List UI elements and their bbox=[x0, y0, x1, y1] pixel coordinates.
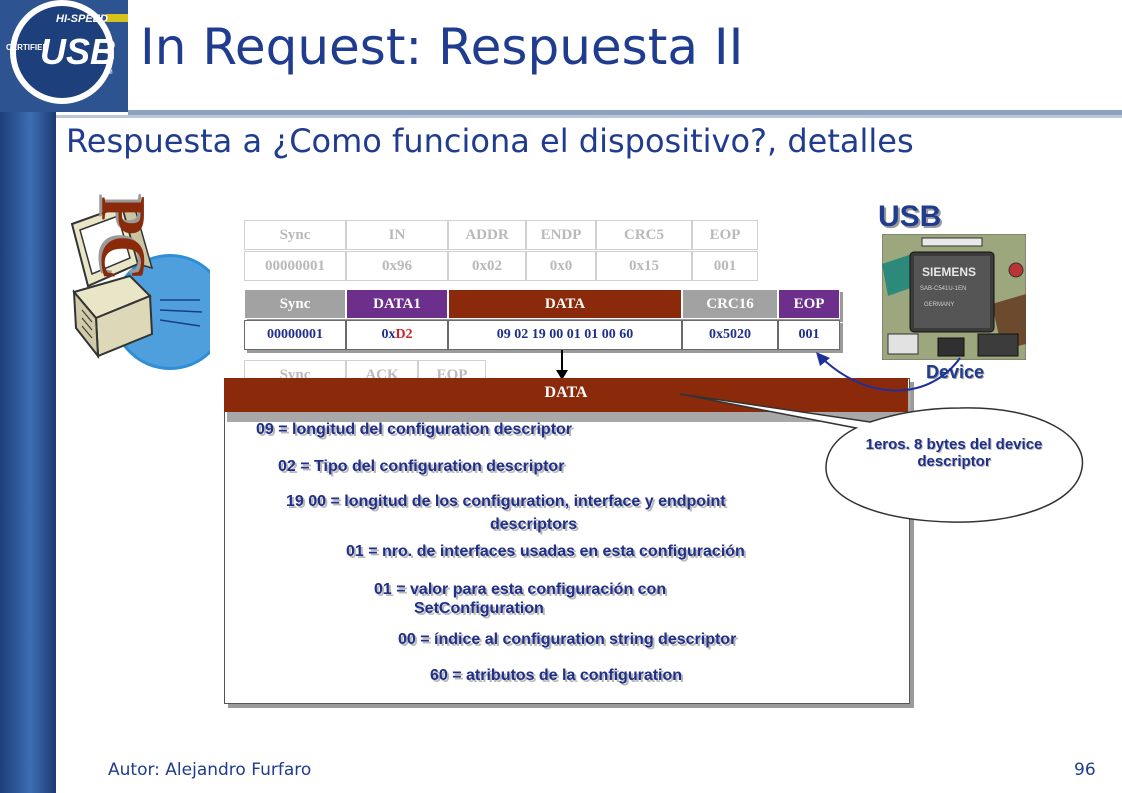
footer-page-number: 96 bbox=[1074, 760, 1096, 780]
detail-line-6: SetConfiguration bbox=[414, 600, 544, 617]
detail-line-8: 60 = atributos de la configuration bbox=[430, 667, 683, 684]
usb-logo-main-text: USB bbox=[40, 31, 116, 72]
usb-label: USB bbox=[878, 200, 942, 233]
pc-label: PC bbox=[88, 196, 159, 282]
page-subtitle: Respuesta a ¿Como funciona el dispositiv… bbox=[66, 122, 914, 160]
usb-logo: HI-SPEED USB CERTIFIED TM bbox=[0, 0, 128, 112]
token-header-sync: Sync bbox=[244, 220, 346, 250]
data-detail-header: DATA bbox=[544, 384, 588, 401]
token-value-endp: 0x0 bbox=[526, 251, 596, 281]
callout-line-1: 1eros. 8 bytes del device bbox=[865, 436, 1043, 453]
callout-text: 1eros. 8 bytes del device descriptor bbox=[834, 436, 1074, 470]
data-header-sync: Sync bbox=[244, 289, 346, 319]
detail-line-0: 09 = longitud del configuration descript… bbox=[256, 421, 573, 438]
token-header-endp: ENDP bbox=[526, 220, 596, 250]
token-header-addr: ADDR bbox=[448, 220, 526, 250]
token-header-in: IN bbox=[346, 220, 448, 250]
footer-author: Autor: Alejandro Furfaro bbox=[108, 760, 312, 780]
device-connector-arrow bbox=[810, 350, 970, 410]
usb-logo-top-text: HI-SPEED bbox=[56, 13, 108, 25]
data-detail-header-bar bbox=[224, 378, 908, 412]
chip-text-model: SAB-C541U-1EN bbox=[920, 286, 966, 292]
token-value-in: 0x96 bbox=[346, 251, 448, 281]
token-value-addr: 0x02 bbox=[448, 251, 526, 281]
title-divider-shadow bbox=[56, 115, 1122, 118]
data-value-data1-prefix: 0x bbox=[381, 327, 396, 342]
data-value-data1-highlight: D2 bbox=[395, 327, 413, 342]
data-value-data1: 0xD2 bbox=[346, 320, 448, 350]
token-value-crc5: 0x15 bbox=[596, 251, 692, 281]
detail-line-2: 19 00 = longitud de los configuration, i… bbox=[286, 493, 726, 510]
left-decorative-bar bbox=[0, 112, 56, 793]
data-header-crc16: CRC16 bbox=[682, 289, 778, 319]
usb-device-image: SIEMENS SAB-C541U-1EN GERMANY bbox=[881, 233, 1027, 361]
title-divider bbox=[128, 110, 1122, 115]
detail-line-5: 01 = valor para esta configuración con bbox=[374, 581, 667, 598]
usb-logo-side-text: CERTIFIED bbox=[6, 43, 48, 52]
usb-logo-tm: TM bbox=[104, 70, 113, 76]
token-value-eop: 001 bbox=[692, 251, 758, 281]
pc-illustration bbox=[60, 200, 228, 370]
callout-line-2: descriptor bbox=[917, 453, 991, 470]
token-header-eop: EOP bbox=[692, 220, 758, 250]
token-value-sync: 00000001 bbox=[244, 251, 346, 281]
data-header-eop: EOP bbox=[778, 289, 840, 319]
chip-text-origin: GERMANY bbox=[924, 302, 954, 308]
data-header-data: DATA bbox=[448, 289, 682, 319]
data-header-data1: DATA1 bbox=[346, 289, 448, 319]
data-value-data: 09 02 19 00 01 01 00 60 bbox=[448, 320, 682, 350]
page-title: In Request: Respuesta II bbox=[140, 18, 744, 76]
callout-bubble bbox=[660, 388, 1090, 528]
data-value-sync: 00000001 bbox=[244, 320, 346, 350]
token-header-crc5: CRC5 bbox=[596, 220, 692, 250]
detail-line-1: 02 = Tipo del configuration descriptor bbox=[278, 458, 565, 475]
detail-line-7: 00 = índice al configuration string desc… bbox=[398, 631, 737, 648]
data-value-eop: 001 bbox=[778, 320, 840, 350]
data-detail-panel bbox=[224, 378, 910, 704]
detail-line-4: 01 = nro. de interfaces usadas en esta c… bbox=[346, 543, 745, 560]
detail-line-3: descriptors bbox=[490, 516, 578, 533]
chip-text-brand: SIEMENS bbox=[922, 265, 976, 279]
data-value-crc16: 0x5020 bbox=[682, 320, 778, 350]
down-arrow bbox=[554, 350, 570, 380]
